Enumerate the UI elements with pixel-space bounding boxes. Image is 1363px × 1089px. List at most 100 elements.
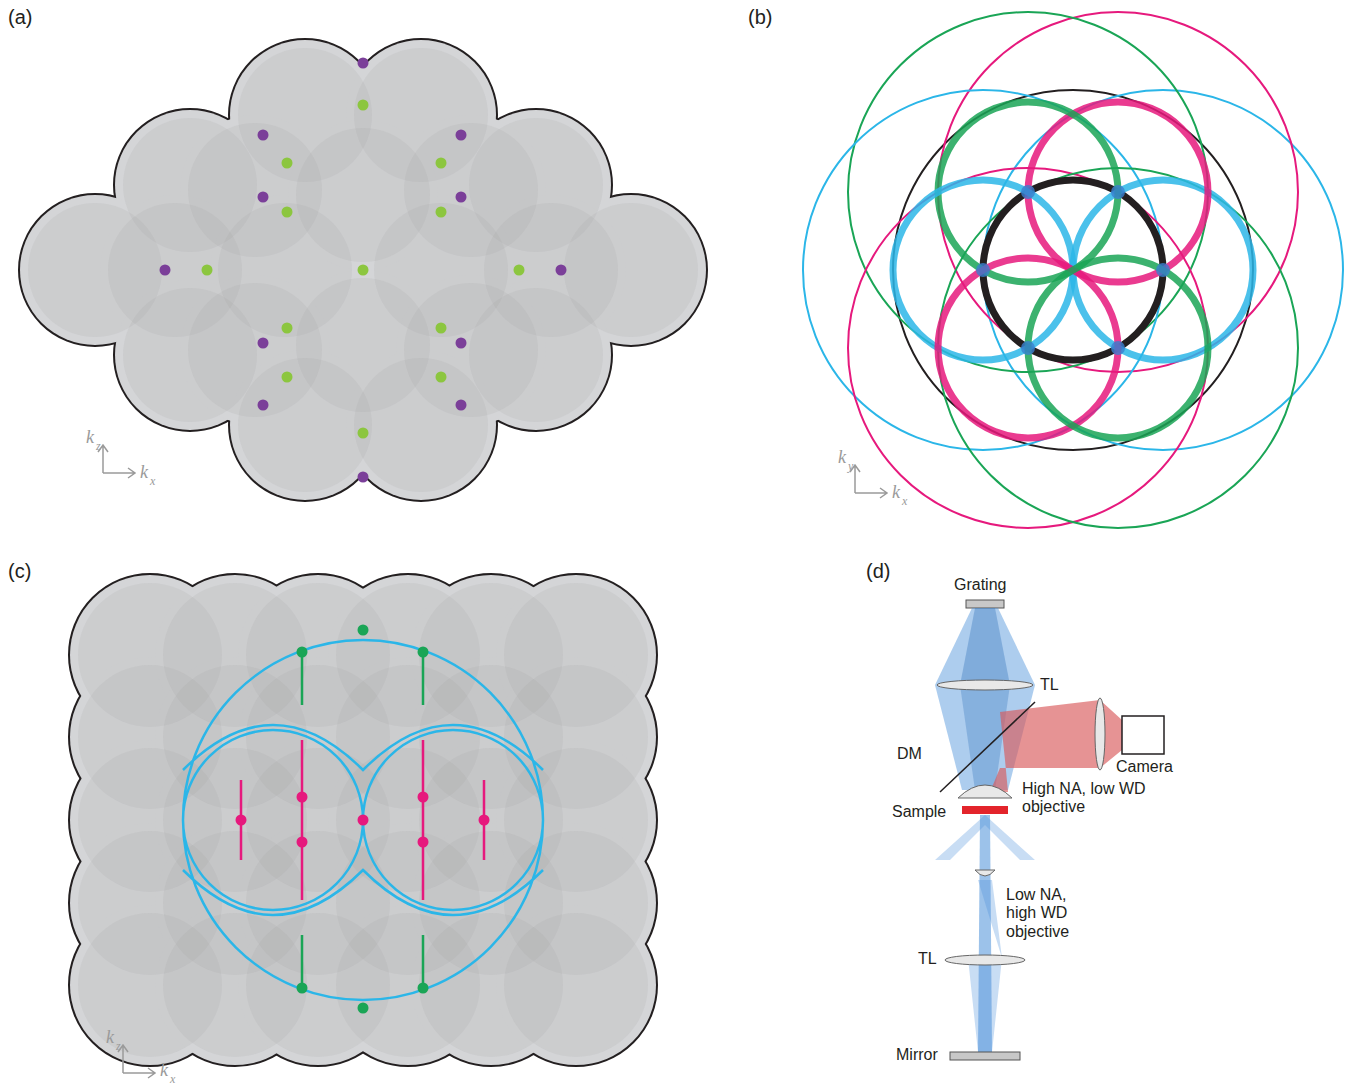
panel-c-support [70, 575, 656, 1065]
lattice-dot [258, 192, 269, 203]
lattice-dot [297, 647, 308, 658]
ring-dot [976, 263, 990, 277]
panel-b-rings [803, 12, 1343, 528]
support-overlap [504, 913, 648, 1057]
support-arc [183, 640, 543, 1000]
part-label: TL [1040, 676, 1059, 694]
axis-subscript: y [848, 460, 853, 474]
lattice-dot [282, 372, 293, 383]
panel-a-support [20, 40, 706, 500]
panel-letter: (c) [8, 560, 31, 583]
lattice-dot [479, 815, 490, 826]
support-overlap [238, 358, 372, 492]
axis-subscript: x [170, 1073, 175, 1087]
camera [1122, 716, 1164, 754]
lattice-dot [436, 207, 447, 218]
axis-subscript: x [902, 495, 907, 509]
objective [975, 870, 995, 876]
lattice-dot [358, 100, 369, 111]
lattice-dot [202, 265, 213, 276]
lattice-dot [160, 265, 171, 276]
ring-dot [1021, 185, 1035, 199]
lattice-dot [358, 625, 369, 636]
axis-label: k [140, 462, 148, 483]
part-label: Mirror [896, 1046, 938, 1064]
lattice-dot [282, 158, 293, 169]
lattice-dot [358, 428, 369, 439]
part-label: TL [918, 950, 937, 968]
lattice-dot [436, 372, 447, 383]
mirror [950, 1052, 1020, 1060]
ring-dot [1021, 341, 1035, 355]
lattice-dot [358, 265, 369, 276]
grating [966, 600, 1004, 608]
axis-label: k [838, 447, 846, 468]
lattice-dot [456, 130, 467, 141]
lattice-dot [456, 338, 467, 349]
pink-line [241, 740, 484, 900]
ring [1028, 258, 1208, 438]
lattice-dot [282, 207, 293, 218]
panel-d-optics [935, 600, 1164, 1060]
axis-label: k [160, 1060, 168, 1081]
panel-letter: (b) [748, 6, 772, 29]
part-label: DM [897, 745, 922, 763]
tube-lens [1095, 698, 1105, 770]
axis-label: k [86, 427, 94, 448]
lattice-dot [297, 983, 308, 994]
lattice-dot [514, 265, 525, 276]
ring [938, 258, 1118, 438]
panel-letter: (a) [8, 6, 32, 29]
ring [893, 180, 1073, 360]
lattice-dot [297, 792, 308, 803]
lattice-dot [436, 158, 447, 169]
ring-dot [1156, 263, 1170, 277]
lattice-dot [456, 400, 467, 411]
ring-dot [1111, 341, 1125, 355]
sample [962, 806, 1008, 814]
lattice-dot [436, 323, 447, 334]
axis-label: k [106, 1027, 114, 1048]
axis-arrows [850, 465, 887, 498]
tube-lens [937, 680, 1033, 690]
lattice-dot [358, 58, 369, 69]
part-label: Low NA, high WD objective [1006, 886, 1088, 941]
panel-letter: (d) [866, 560, 890, 583]
lattice-dot [456, 192, 467, 203]
part-label: Camera [1116, 758, 1173, 776]
beam [960, 608, 1010, 685]
ring-dot [1111, 185, 1125, 199]
lattice-dot [418, 837, 429, 848]
axis-arrows [98, 445, 135, 478]
objective [958, 785, 1012, 798]
lattice-dot [358, 1003, 369, 1014]
tube-lens [945, 955, 1025, 965]
support-overlap [354, 358, 488, 492]
lattice-dot [297, 837, 308, 848]
part-label: High NA, low WD objective [1022, 780, 1147, 817]
axis-label: k [892, 482, 900, 503]
lattice-dot [418, 983, 429, 994]
support-overlap [296, 128, 430, 262]
axis-subscript: z [116, 1040, 121, 1054]
ring [803, 90, 1163, 450]
part-label: Grating [954, 576, 1006, 594]
ring [983, 90, 1343, 450]
part-label: Sample [892, 803, 946, 821]
lattice-dot [358, 472, 369, 483]
axis-subscript: z [96, 440, 101, 454]
dichroic-mirror [940, 702, 1035, 792]
lattice-dot [556, 265, 567, 276]
lattice-dot [358, 815, 369, 826]
beam [968, 880, 1002, 1052]
lattice-dot [418, 647, 429, 658]
lattice-dot [282, 323, 293, 334]
ring [938, 168, 1298, 528]
lattice-dot [258, 130, 269, 141]
lattice-dot [258, 338, 269, 349]
axis-subscript: x [150, 475, 155, 489]
ring [848, 12, 1208, 372]
ring [848, 168, 1208, 528]
axes [98, 445, 887, 1078]
